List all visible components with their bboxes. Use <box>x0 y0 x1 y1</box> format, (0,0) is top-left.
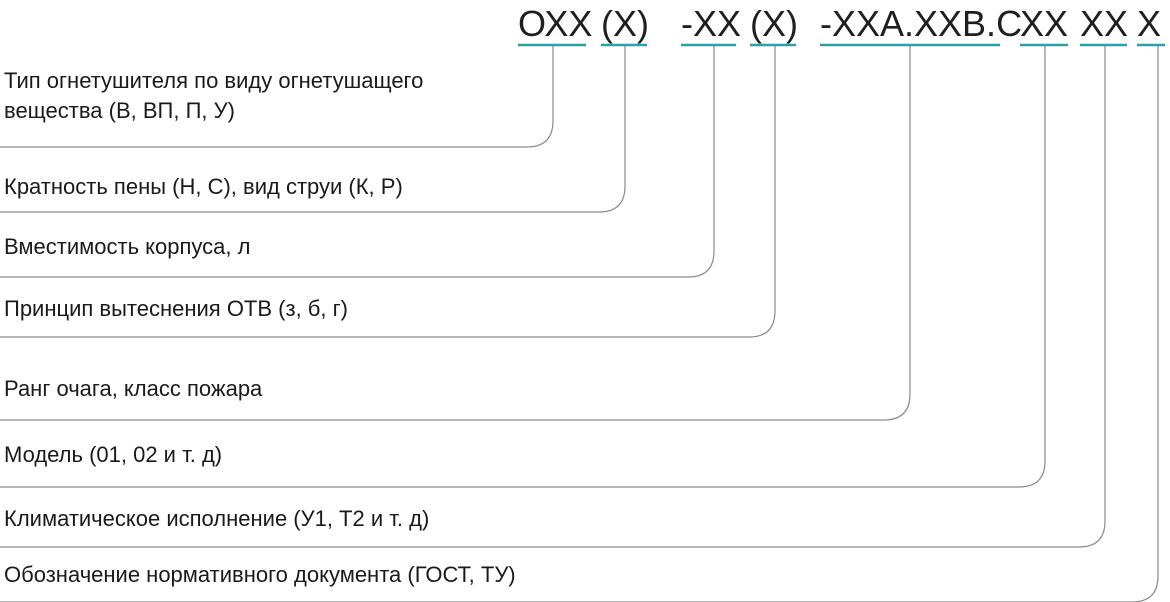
code-segment-model: ХХ <box>1020 3 1068 44</box>
label-displacement: Принцип вытеснения ОТВ (з, б, г) <box>4 296 348 321</box>
code-segment-climate: ХХ <box>1080 3 1128 44</box>
code-segment-volume: -ХХ <box>681 3 741 44</box>
code-segment-type: ОХХ <box>518 3 592 44</box>
legend-labels: Тип огнетушителя по виду огнетушащего ве… <box>4 68 516 587</box>
label-type-line-2: вещества (В, ВП, П, У) <box>4 98 235 123</box>
leader-line-displacement <box>0 46 776 338</box>
leader-line-rank <box>0 46 911 421</box>
label-volume: Вместимость корпуса, л <box>4 234 250 259</box>
leader-lines <box>0 46 1159 602</box>
leader-line-climate <box>0 46 1106 548</box>
label-type-line-1: Тип огнетушителя по виду огнетушащего <box>4 68 423 93</box>
leader-line-type <box>0 46 554 148</box>
code-segment-document: Х <box>1137 3 1161 44</box>
label-foam: Кратность пены (Н, С), вид струи (К, Р) <box>4 174 403 199</box>
label-rank: Ранг очага, класс пожара <box>4 376 263 401</box>
code-segment-rank: -ХХА.ХХВ.С <box>820 3 1022 44</box>
label-climate: Климатическое исполнение (У1, Т2 и т. д) <box>4 506 429 531</box>
code-segment-displacement: (Х) <box>750 3 798 44</box>
label-model: Модель (01, 02 и т. д) <box>4 442 222 467</box>
leader-line-foam <box>0 46 626 213</box>
leader-line-volume <box>0 46 715 278</box>
leader-line-model <box>0 46 1046 488</box>
label-document: Обозначение нормативного документа (ГОСТ… <box>4 562 516 587</box>
code-segment-foam: (Х) <box>601 3 649 44</box>
